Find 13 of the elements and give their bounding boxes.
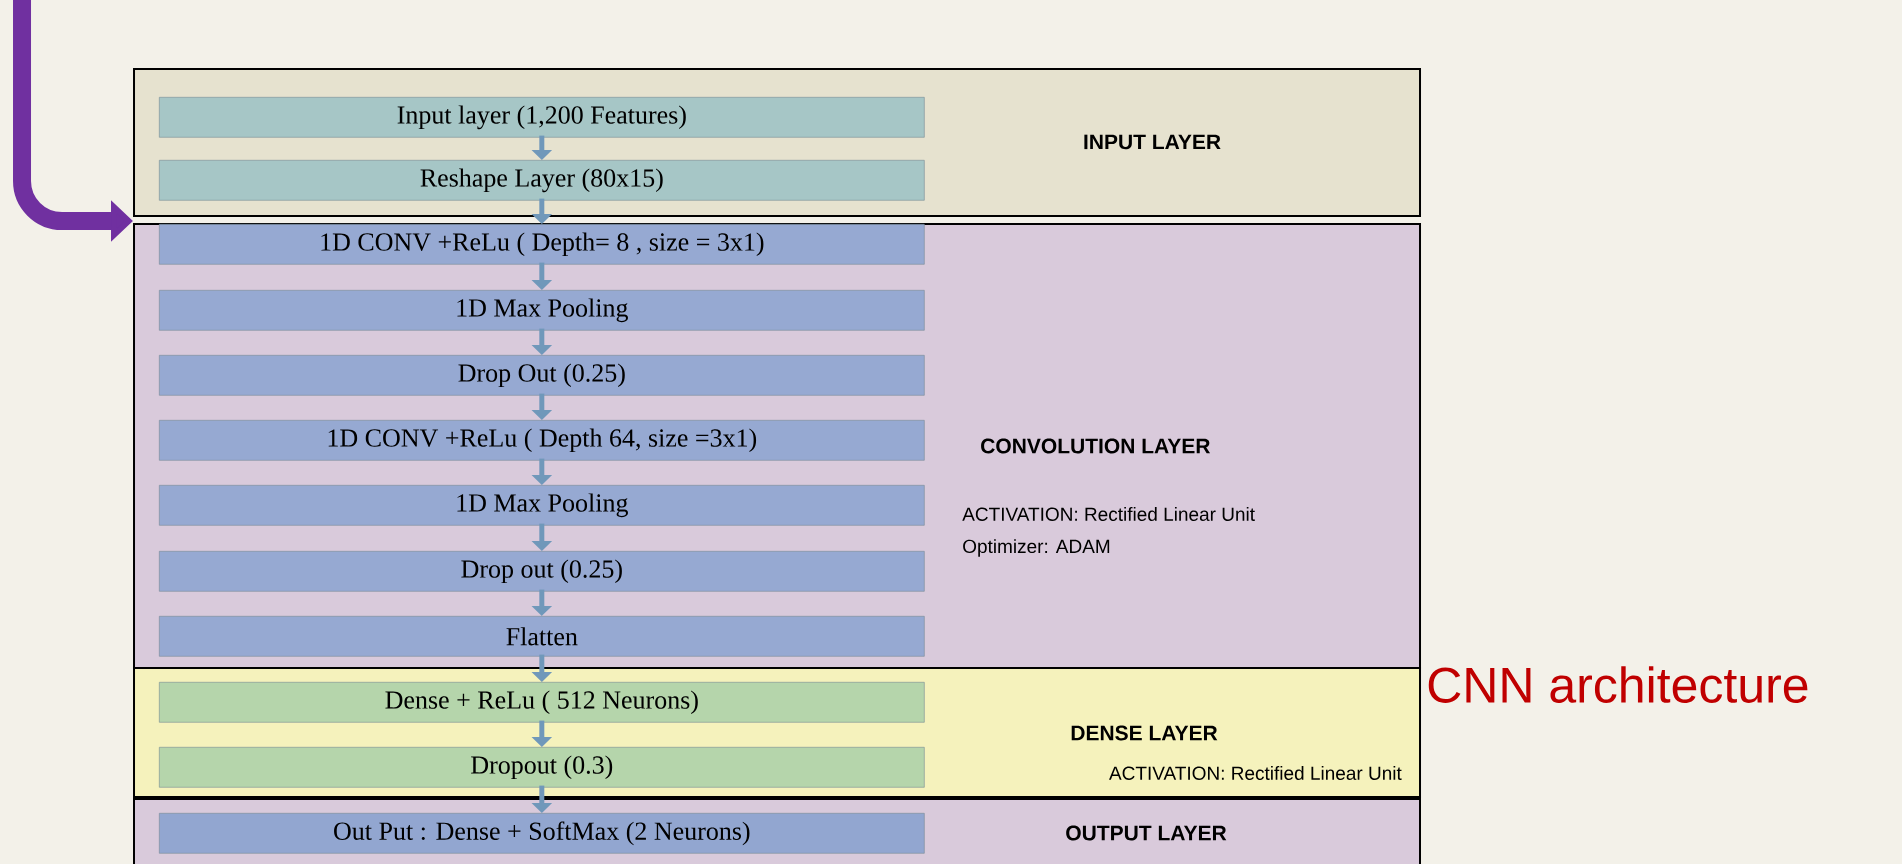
- layer-box: Dropout (0.3): [159, 747, 925, 788]
- caption: CNN architecture: [1428, 666, 1808, 703]
- layer-box: Dense + ReLu ( 512 Neurons): [159, 682, 925, 723]
- layer-box: 1D Max Pooling: [159, 290, 925, 331]
- layer-box: Drop Out (0.25): [159, 355, 925, 396]
- layer-box: Input layer (1,200 Features): [159, 97, 925, 138]
- layer-box: 1D CONV +ReLu ( Depth= 8 , size = 3x1): [159, 224, 925, 265]
- layer-box: Out Put : Dense + SoftMax (2 Neurons): [159, 813, 925, 854]
- layer-box: 1D Max Pooling: [159, 485, 925, 526]
- layer-box: Drop out (0.25): [159, 551, 925, 592]
- layer-box: Flatten: [159, 616, 925, 657]
- layer-box: 1D CONV +ReLu ( Depth 64, size =3x1): [159, 420, 925, 461]
- layer-box: Reshape Layer (80x15): [159, 160, 925, 201]
